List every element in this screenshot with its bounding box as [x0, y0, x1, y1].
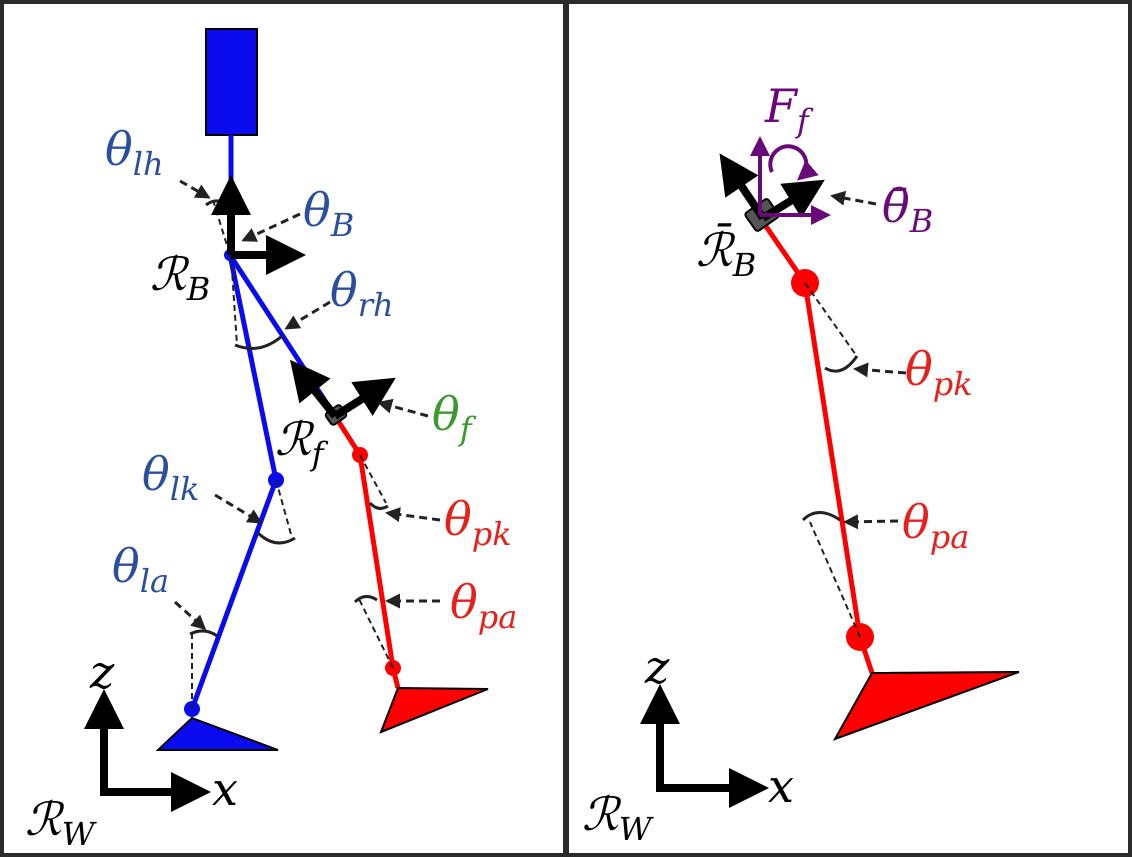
arc-la: [189, 629, 218, 638]
label-axis-z-right: z: [644, 640, 670, 694]
pointer-B: [241, 212, 301, 242]
pointer-pk-right: [853, 362, 907, 378]
right-panel-border: [565, 0, 1132, 857]
red-foot: [379, 686, 489, 734]
pointer-la: [173, 600, 207, 631]
arc-pa: [353, 595, 378, 604]
label-R-B: ℛB: [150, 247, 210, 308]
arc-pk: [368, 501, 389, 510]
ref-line-pa: [357, 596, 394, 669]
label-theta-pk-right: θpk: [905, 342, 973, 403]
blue-thigh: [227, 254, 279, 481]
torso-block: [205, 28, 258, 136]
pointer-pa-right: [843, 514, 899, 530]
label-theta-pa-right: θpa: [902, 495, 969, 556]
label-R-f: ℛf: [275, 412, 329, 473]
label-theta-lh: θlh: [105, 122, 164, 183]
blue-shank: [189, 479, 279, 710]
label-R-B-bar: ℛ̄B: [696, 223, 756, 284]
pointer-f: [377, 398, 429, 418]
ref-line-rh: [230, 254, 238, 346]
frame-B-bar-z-arrow: [719, 153, 767, 221]
label-axis-z-left: z: [89, 645, 115, 699]
label-theta-B: θB: [303, 183, 354, 244]
pointer-lh: [179, 179, 211, 199]
label-theta-rh: θrh: [330, 263, 394, 324]
label-axis-x-right: x: [768, 759, 794, 813]
blue-foot: [155, 716, 279, 751]
red-foot-right: [832, 671, 1020, 741]
label-theta-B-bar: θ̄B: [882, 179, 933, 240]
label-theta-pa: θpa: [450, 575, 517, 636]
pointer-B-bar: [830, 190, 877, 206]
ref-line-pk: [359, 454, 387, 504]
moment-arrow: [768, 144, 819, 181]
arc-pk-right: [824, 355, 859, 373]
label-axis-x-left: x: [212, 762, 238, 816]
label-theta-lk: θlk: [142, 447, 199, 508]
label-theta-la: θla: [112, 539, 169, 600]
arc-lk: [256, 531, 296, 545]
left-panel: θlh θB ℛB θrh θf ℛf θlk θpk θla θpa z x …: [25, 28, 517, 853]
label-theta-f: θf: [432, 387, 477, 448]
right-panel: Ff θ̄B ℛ̄B θpk θpa z x ℛW: [582, 79, 1020, 848]
frame-f-z-arrow: [290, 359, 339, 419]
pointer-pk: [385, 507, 441, 523]
label-R-W-left: ℛW: [25, 792, 98, 853]
ref-line-pk-right: [804, 282, 857, 356]
pointer-rh: [284, 300, 331, 330]
ref-line-pa-right: [809, 521, 861, 638]
pointer-lk: [214, 493, 263, 524]
label-R-W-right: ℛW: [582, 787, 655, 848]
ref-line-lk: [275, 479, 293, 539]
frame-B-bar-x-arrow: [760, 179, 825, 222]
red-shank-right: [802, 282, 863, 638]
label-F-f: Ff: [764, 79, 814, 140]
red-shank: [357, 454, 396, 669]
arc-pa-right: [801, 511, 841, 522]
label-theta-pk: θpk: [444, 492, 512, 553]
arc-rh: [234, 334, 283, 350]
frame-f-x-arrow: [332, 377, 396, 420]
